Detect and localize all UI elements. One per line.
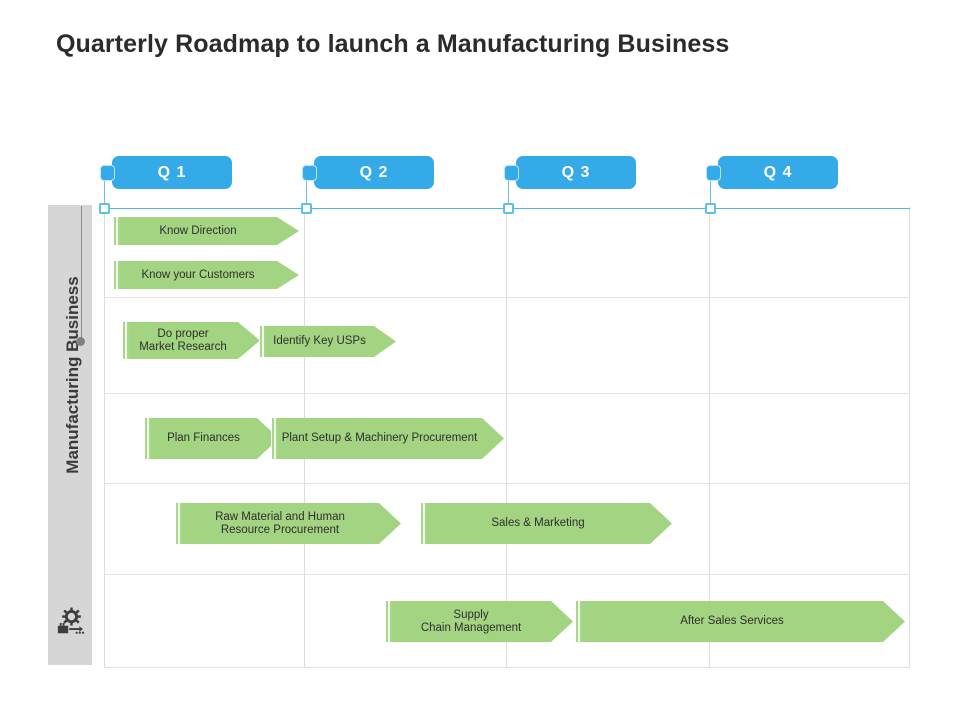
task-arrow-label: Know your Customers: [141, 268, 255, 281]
quarter-node-2[interactable]: [301, 203, 312, 214]
quarter-handle-1[interactable]: [100, 165, 115, 181]
task-arrow-body: [427, 503, 672, 544]
task-arrow-label: Know Direction: [159, 224, 237, 237]
task-arrow-body: [120, 217, 299, 245]
task-arrow-tail: [259, 326, 268, 357]
task-arrow-body: [151, 418, 279, 459]
grid-column-line-3: [506, 207, 507, 668]
quarter-label-4[interactable]: Q 4: [718, 156, 838, 189]
task-arrow-2-2[interactable]: Identify Key USPs: [259, 326, 396, 357]
task-arrow-label: Plan Finances: [167, 432, 240, 444]
page-title: Quarterly Roadmap to launch a Manufactur…: [56, 30, 730, 58]
task-arrow-body: [182, 503, 401, 544]
quarter-stem-3: [508, 181, 509, 207]
task-arrow-tail: [113, 261, 122, 289]
task-arrow-tail: [113, 217, 122, 245]
quarter-node-3[interactable]: [503, 203, 514, 214]
task-arrow-4-2[interactable]: Sales & Marketing: [420, 503, 672, 544]
grid-row-line-4: [104, 574, 910, 575]
task-arrow-1-1[interactable]: Know Direction: [113, 217, 299, 245]
grid-row-line-5: [104, 667, 910, 668]
task-arrow-2-1[interactable]: Do proper Market Research: [122, 322, 260, 359]
task-arrow-label: Raw Material and Human Resource Procurem…: [215, 510, 345, 536]
task-arrow-tail: [271, 418, 280, 459]
quarter-stem-2: [306, 181, 307, 207]
task-arrow-tail: [420, 503, 429, 544]
quarter-stem-4: [710, 181, 711, 207]
quarter-handle-3[interactable]: [504, 165, 519, 181]
grid-column-line-4: [709, 207, 710, 668]
task-arrow-label: Identify Key USPs: [273, 335, 366, 347]
task-arrow-5-2[interactable]: After Sales Services: [575, 601, 905, 642]
task-arrow-label: Sales & Marketing: [491, 517, 585, 529]
category-connector-line: [81, 206, 82, 340]
task-arrow-tail: [122, 322, 131, 359]
grid-row-line-3: [104, 483, 910, 484]
task-arrow-3-1[interactable]: Plan Finances: [144, 418, 279, 459]
grid-column-line-5: [909, 207, 910, 668]
category-label: Manufacturing Business: [63, 276, 82, 474]
grid-column-line-1: [104, 207, 105, 668]
task-arrow-tail: [385, 601, 394, 642]
task-arrow-4-1[interactable]: Raw Material and Human Resource Procurem…: [175, 503, 401, 544]
category-sidebar: Manufacturing Business: [48, 205, 92, 665]
task-arrow-body: [266, 326, 396, 357]
factory-gear-icon: [57, 607, 85, 634]
quarter-node-1[interactable]: [99, 203, 110, 214]
task-arrow-tail: [144, 418, 153, 459]
task-arrow-body: [129, 322, 260, 359]
task-arrow-5-1[interactable]: Supply Chain Management: [385, 601, 573, 642]
task-arrow-label: After Sales Services: [680, 615, 784, 627]
quarter-label-1[interactable]: Q 1: [112, 156, 232, 189]
quarter-handle-4[interactable]: [706, 165, 721, 181]
grid-row-line-2: [104, 393, 910, 394]
task-arrow-body: [392, 601, 573, 642]
quarter-node-4[interactable]: [705, 203, 716, 214]
task-arrow-body: [582, 601, 905, 642]
task-arrow-3-2[interactable]: Plant Setup & Machinery Procurement: [271, 418, 504, 459]
quarter-label-3[interactable]: Q 3: [516, 156, 636, 189]
quarter-label-2[interactable]: Q 2: [314, 156, 434, 189]
quarter-handle-2[interactable]: [302, 165, 317, 181]
task-arrow-label: Supply Chain Management: [420, 608, 522, 634]
task-arrow-label: Do proper Market Research: [139, 327, 227, 353]
task-arrow-tail: [575, 601, 584, 642]
grid-row-line-1: [104, 297, 910, 298]
task-arrow-1-2[interactable]: Know your Customers: [113, 261, 299, 289]
task-arrow-body: [278, 418, 504, 459]
task-arrow-label: Plant Setup & Machinery Procurement: [281, 432, 478, 444]
category-connector-dot: [76, 337, 85, 346]
task-arrow-body: [120, 261, 299, 289]
task-arrow-tail: [175, 503, 184, 544]
quarter-stem-1: [104, 181, 105, 207]
